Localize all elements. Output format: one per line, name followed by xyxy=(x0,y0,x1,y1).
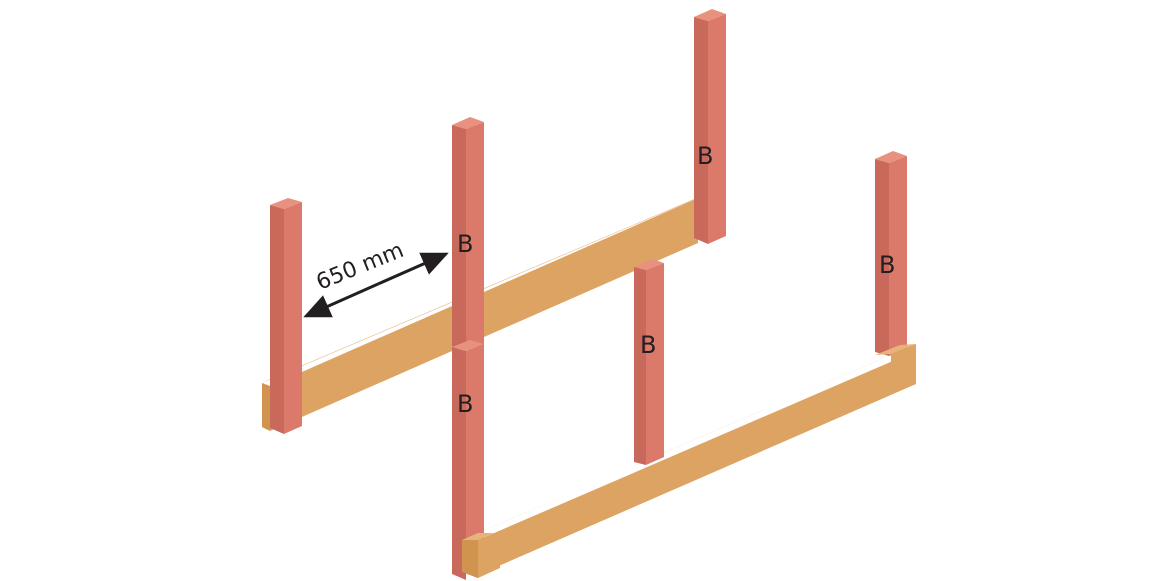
post-label: B xyxy=(697,142,713,170)
dimension-650mm: 650 mm xyxy=(303,238,449,318)
post-label: B xyxy=(879,251,895,279)
dimension-arrow-left xyxy=(303,282,379,318)
dimension-arrow-right xyxy=(377,252,449,286)
front-beam-right-end xyxy=(875,344,916,394)
dimension-label: 650 mm xyxy=(313,238,408,296)
post-label: B xyxy=(457,230,473,258)
post-label: B xyxy=(457,390,473,418)
front-beam xyxy=(462,344,916,578)
post-middle-back: B xyxy=(452,117,484,350)
post-front-middle: B xyxy=(634,259,664,465)
post-right-back: B xyxy=(694,9,726,244)
post-label: B xyxy=(640,331,656,359)
front-beam-end xyxy=(462,531,500,578)
post-front-right: B xyxy=(875,151,907,356)
post-left-back xyxy=(270,198,302,434)
post-front-left: B xyxy=(452,340,484,580)
